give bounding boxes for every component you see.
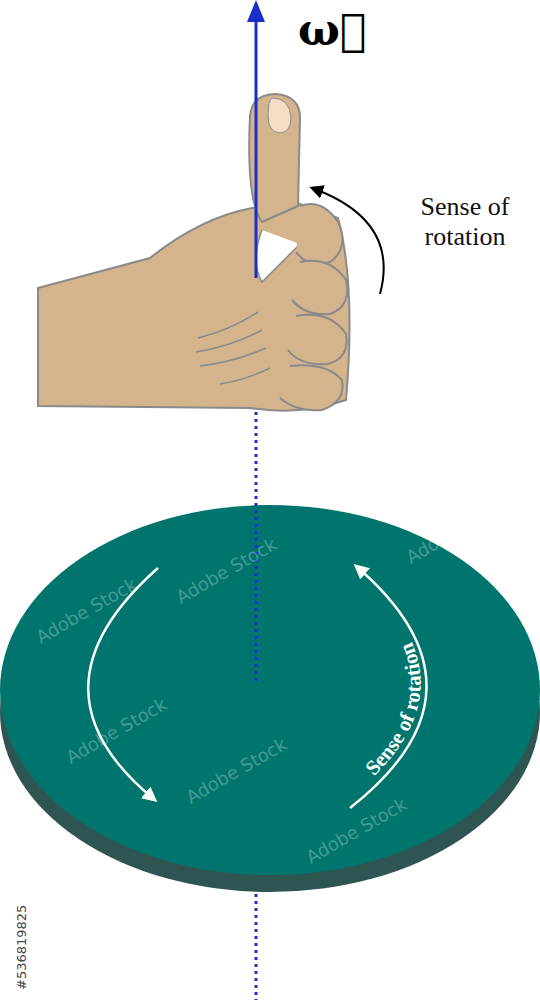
finger bbox=[292, 261, 347, 314]
hand bbox=[38, 204, 350, 411]
knuckle-lines bbox=[196, 312, 270, 384]
stock-number: #536819825 bbox=[14, 905, 29, 990]
hand-hole bbox=[256, 230, 300, 282]
finger bbox=[280, 365, 343, 410]
axis-arrowhead bbox=[247, 0, 265, 22]
disk-top bbox=[0, 505, 540, 875]
rotation-arrow bbox=[312, 188, 384, 294]
curved-label: Sense of rotation bbox=[360, 639, 425, 780]
omega-axis bbox=[255, 18, 258, 278]
rotation-arrow bbox=[350, 566, 427, 808]
curved-label: Sense of rotation bbox=[360, 639, 425, 780]
axis-dotted bbox=[255, 880, 258, 1000]
finger bbox=[296, 204, 343, 264]
thumbnail bbox=[268, 98, 291, 133]
vector-symbol: ω⃗ bbox=[298, 8, 366, 52]
rotation-label: Sense of rotation bbox=[396, 192, 534, 252]
finger bbox=[288, 315, 347, 364]
